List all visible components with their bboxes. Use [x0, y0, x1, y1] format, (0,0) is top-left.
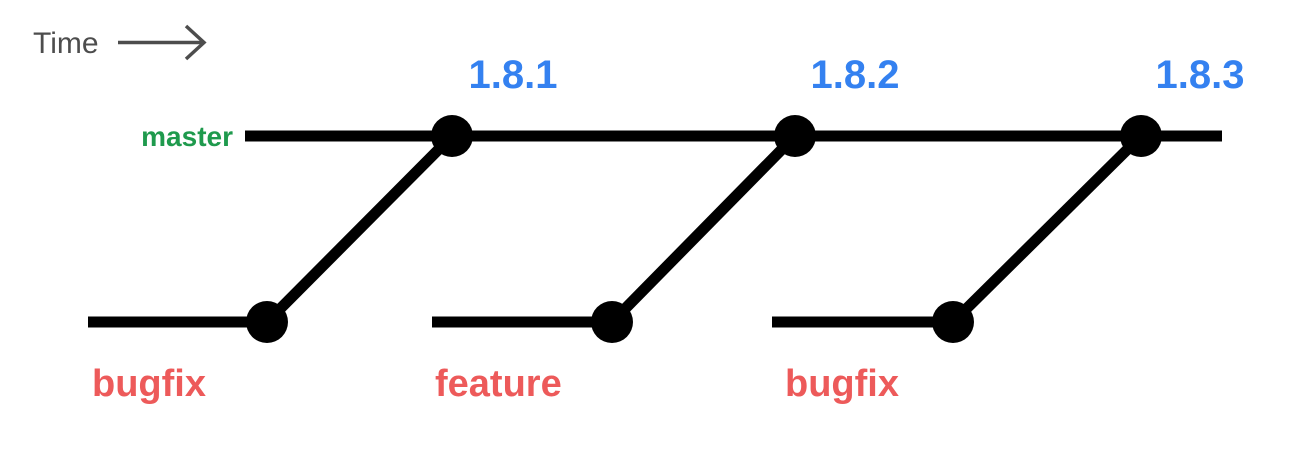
- master-branch-label: master: [141, 121, 233, 152]
- version-tag-1-8-3: 1.8.3: [1156, 53, 1245, 97]
- commit-node-bugfix-1[interactable]: [246, 301, 288, 343]
- branch-label-bugfix-2: bugfix: [785, 363, 899, 405]
- version-tag-1-8-1: 1.8.1: [469, 53, 558, 97]
- commit-node-bugfix-2[interactable]: [932, 301, 974, 343]
- time-axis-label: Time: [33, 27, 99, 60]
- branch-label-feature: feature: [435, 363, 562, 405]
- commit-node-feature[interactable]: [591, 301, 633, 343]
- version-tag-1-8-2: 1.8.2: [811, 53, 900, 97]
- branch-label-bugfix-1: bugfix: [92, 363, 206, 405]
- merge-line-feature: [608, 132, 799, 326]
- merge-line-bugfix-1: [263, 132, 456, 326]
- commit-node-release-1-8-3[interactable]: [1120, 115, 1162, 157]
- right-arrow-icon: [118, 24, 207, 61]
- merge-line-bugfix-2: [949, 132, 1145, 326]
- commit-node-release-1-8-1[interactable]: [431, 115, 473, 157]
- commit-node-release-1-8-2[interactable]: [774, 115, 816, 157]
